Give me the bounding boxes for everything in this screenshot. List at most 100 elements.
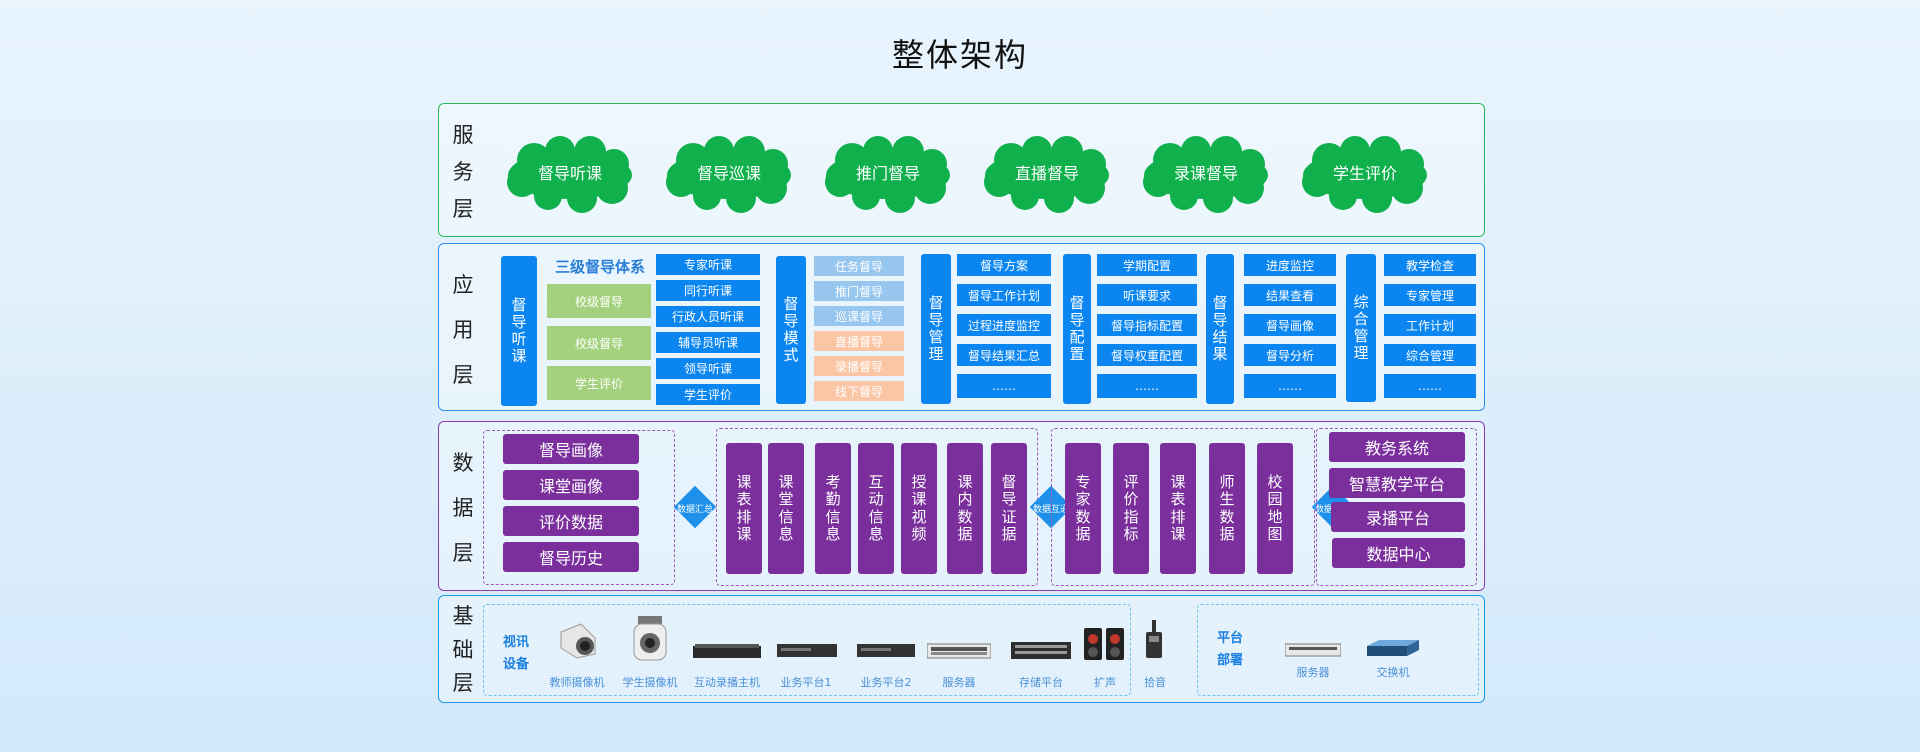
device-label: 扩声 bbox=[1094, 676, 1116, 689]
result-item: 督导分析 bbox=[1244, 344, 1336, 366]
supervise-management-label: 督导管理 bbox=[921, 254, 951, 404]
device-label: 存储平台 bbox=[1019, 676, 1063, 689]
base-layer: 基础层 视讯设备 教师摄像机 学生摄像机 互动录播主机 业务平台1 业务平台2 … bbox=[438, 595, 1485, 703]
class-data-item: 授课视频 bbox=[901, 443, 937, 574]
supervise-mode-label: 督导模式 bbox=[776, 256, 806, 404]
device-label: 教师摄像机 bbox=[549, 676, 605, 689]
mode-item: 线下督导 bbox=[814, 381, 904, 401]
three-level-heading: 三级督导体系 bbox=[555, 258, 646, 276]
level-item: 校级督导 bbox=[547, 284, 651, 318]
class-data-item: 考勤信息 bbox=[815, 443, 851, 574]
comprehensive-management-label: 综合管理 bbox=[1346, 254, 1376, 402]
cloud-督导听课: 督导听课 bbox=[537, 164, 602, 183]
cloud-督导巡课: 督导巡课 bbox=[696, 164, 761, 183]
mode-item: 直播督导 bbox=[814, 331, 904, 351]
business-platform-2-icon bbox=[857, 642, 915, 658]
comprehensive-item: 综合管理 bbox=[1384, 344, 1476, 366]
application-layer-label: 应用层 bbox=[452, 273, 474, 387]
device-label: 学生摄像机 bbox=[622, 676, 678, 689]
config-item: 听课要求 bbox=[1097, 284, 1197, 306]
basic-data-item: 课表排课 bbox=[1160, 443, 1196, 574]
comprehensive-item: 工作计划 bbox=[1384, 314, 1476, 336]
class-data-item: 课表排课 bbox=[726, 443, 762, 574]
platform-device-label: 服务器 bbox=[1296, 666, 1330, 679]
listen-type-item: 同行听课 bbox=[656, 280, 760, 301]
cloud-学生评价: 学生评价 bbox=[1332, 164, 1397, 183]
service-layer: 服务层 督导听课 督导巡课 推门督导 直播督导 录课督导 学生评价 bbox=[438, 103, 1485, 237]
supervise-listen-label: 督导听课 bbox=[501, 256, 537, 406]
data-item: 课堂画像 bbox=[503, 470, 639, 500]
comprehensive-item: …… bbox=[1384, 374, 1476, 398]
cloud-录课督导: 录课督导 bbox=[1173, 164, 1238, 183]
platform-device-label: 交换机 bbox=[1376, 666, 1410, 679]
config-item: …… bbox=[1097, 374, 1197, 398]
student-camera-icon bbox=[630, 616, 670, 664]
microphone-icon bbox=[1144, 620, 1164, 664]
service-layer-label: 服务层 bbox=[452, 123, 474, 221]
config-item: 学期配置 bbox=[1097, 254, 1197, 276]
basic-data-item: 评价指标 bbox=[1113, 443, 1149, 574]
recording-host-icon bbox=[693, 642, 761, 660]
data-layer-label: 数据层 bbox=[452, 451, 474, 565]
config-item: 督导权重配置 bbox=[1097, 344, 1197, 366]
result-item: 结果查看 bbox=[1244, 284, 1336, 306]
platform-deploy-label: 平台部署 bbox=[1217, 631, 1244, 668]
mode-item: 录播督导 bbox=[814, 356, 904, 376]
device-label: 拾音 bbox=[1144, 676, 1166, 689]
management-item: 督导结果汇总 bbox=[957, 344, 1051, 366]
system-item: 教务系统 bbox=[1329, 432, 1465, 462]
data-aggregate-label: 数据汇总 bbox=[676, 505, 713, 515]
switch-icon bbox=[1367, 638, 1419, 658]
cloud-直播督导: 直播督导 bbox=[1014, 164, 1079, 183]
management-item: 督导方案 bbox=[957, 254, 1051, 276]
video-device-label: 视讯设备 bbox=[503, 635, 530, 672]
application-layer: 应用层 督导听课 三级督导体系 校级督导 校级督导 学生评价 专家听课 同行听课… bbox=[438, 243, 1485, 411]
device-label: 业务平台2 bbox=[860, 676, 912, 689]
listen-type-item: 领导听课 bbox=[656, 358, 760, 379]
data-interchange-label: 数据互通 bbox=[1032, 505, 1069, 515]
class-data-item: 互动信息 bbox=[858, 443, 894, 574]
class-data-item: 督导证据 bbox=[991, 443, 1027, 574]
video-device-group bbox=[483, 604, 1131, 696]
class-data-item: 课内数据 bbox=[947, 443, 983, 574]
device-label: 互动录播主机 bbox=[694, 676, 760, 689]
level-item: 校级督导 bbox=[547, 326, 651, 360]
comprehensive-item: 教学检查 bbox=[1384, 254, 1476, 276]
management-item: …… bbox=[957, 374, 1051, 398]
speaker-icon bbox=[1084, 626, 1126, 660]
listen-type-item: 行政人员听课 bbox=[656, 306, 760, 327]
listen-type-item: 专家听课 bbox=[656, 254, 760, 275]
systems-group bbox=[1316, 428, 1477, 586]
device-label: 服务器 bbox=[942, 676, 976, 689]
data-layer: 数据层 督导画像 课堂画像 评价数据 督导历史 数据汇总 课表排课 课堂信息 考… bbox=[438, 421, 1485, 591]
class-data-item: 课堂信息 bbox=[768, 443, 804, 574]
data-item: 督导历史 bbox=[503, 542, 639, 572]
config-item: 督导指标配置 bbox=[1097, 314, 1197, 336]
platform-deploy-group bbox=[1197, 604, 1479, 696]
teacher-camera-icon bbox=[555, 618, 599, 662]
mode-item: 任务督导 bbox=[814, 256, 904, 276]
result-item: 督导画像 bbox=[1244, 314, 1336, 336]
base-layer-label: 基础层 bbox=[452, 603, 474, 696]
mode-item: 推门督导 bbox=[814, 281, 904, 301]
management-item: 督导工作计划 bbox=[957, 284, 1051, 306]
data-item: 评价数据 bbox=[503, 506, 639, 536]
server-icon bbox=[926, 642, 992, 660]
business-platform-1-icon bbox=[777, 642, 837, 658]
mode-item: 巡课督导 bbox=[814, 306, 904, 326]
system-item: 录播平台 bbox=[1331, 502, 1465, 532]
level-item: 学生评价 bbox=[547, 366, 651, 400]
device-label: 业务平台1 bbox=[780, 676, 832, 689]
management-item: 过程进度监控 bbox=[957, 314, 1051, 336]
result-item: …… bbox=[1244, 374, 1336, 398]
basic-data-item: 师生数据 bbox=[1209, 443, 1245, 574]
platform-server-icon bbox=[1284, 642, 1342, 658]
listen-type-item: 辅导员听课 bbox=[656, 332, 760, 353]
listen-type-item: 学生评价 bbox=[656, 384, 760, 405]
basic-data-item: 校园地图 bbox=[1257, 443, 1293, 574]
storage-platform-icon bbox=[1011, 640, 1071, 660]
page-title: 整体架构 bbox=[891, 36, 1028, 74]
basic-data-item: 专家数据 bbox=[1065, 443, 1101, 574]
data-item: 督导画像 bbox=[503, 434, 639, 464]
result-item: 进度监控 bbox=[1244, 254, 1336, 276]
